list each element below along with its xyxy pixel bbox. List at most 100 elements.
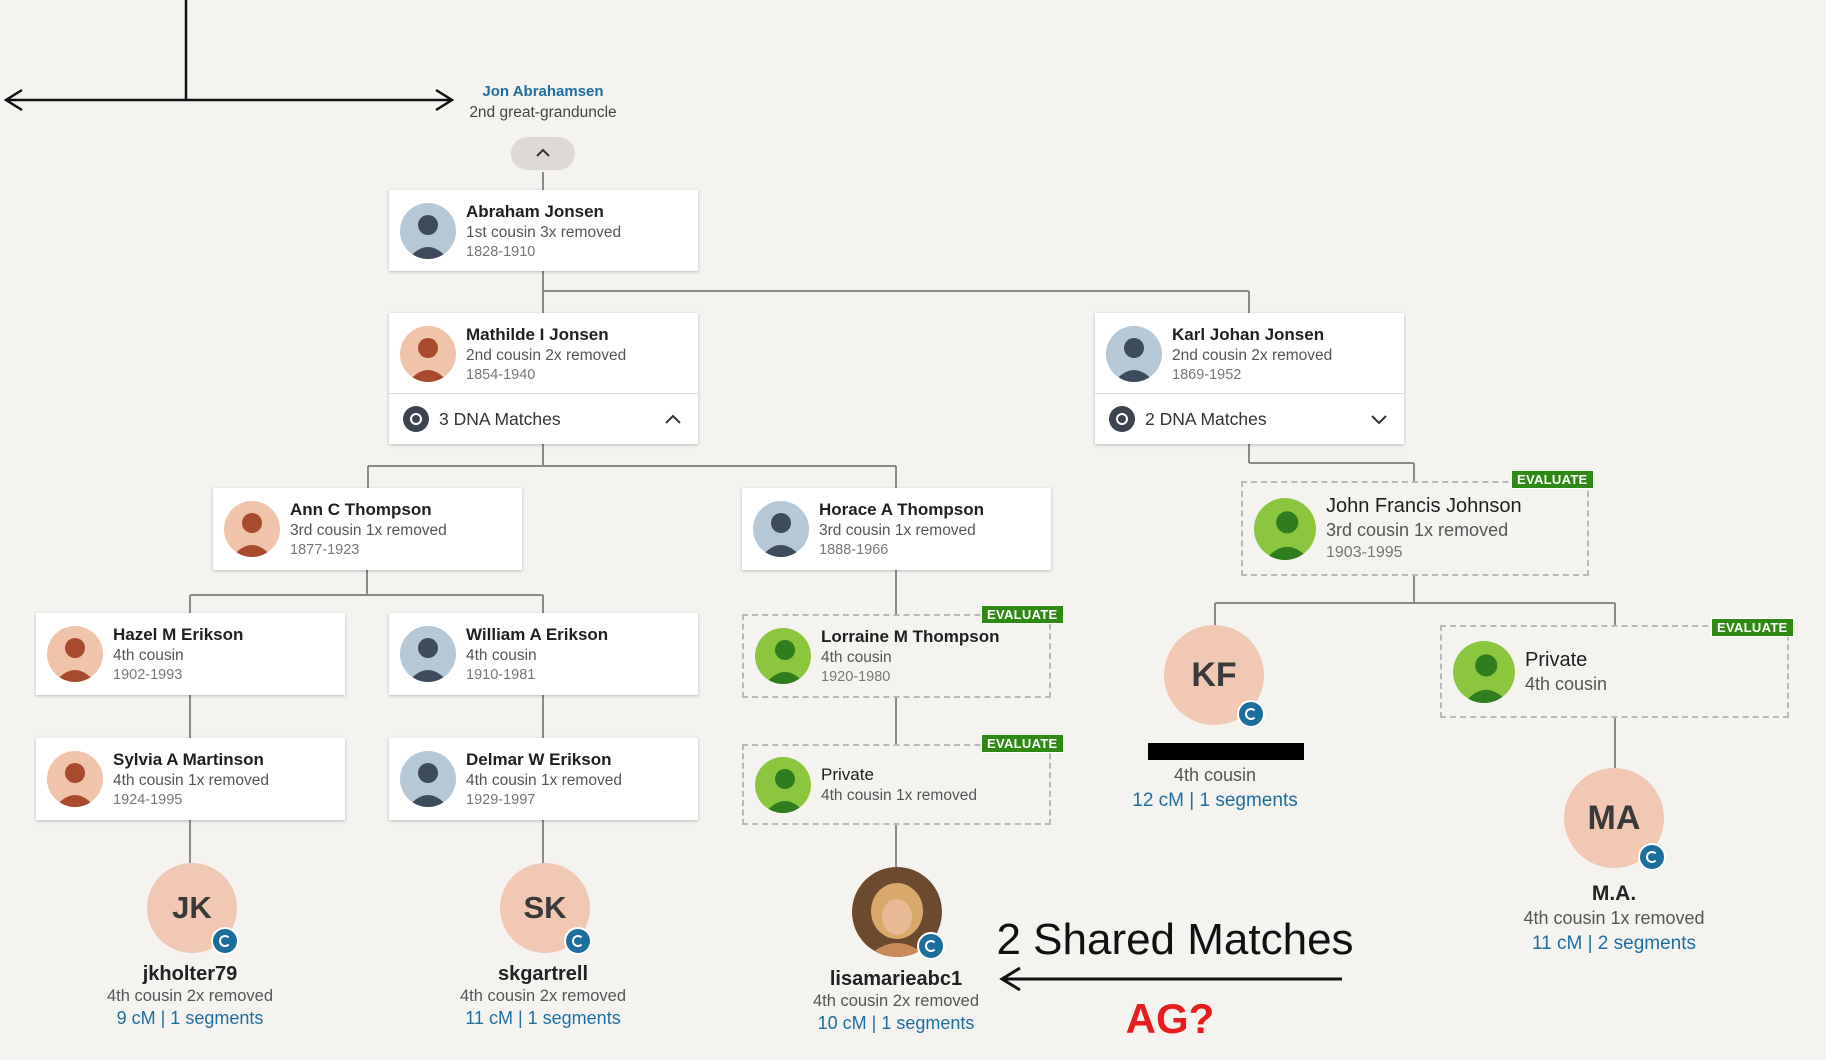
chevron-up-icon	[536, 148, 550, 157]
dna-match-badge-icon	[1237, 700, 1265, 728]
suggested-person-card[interactable]: Private 4th cousin 1x removed	[742, 744, 1051, 825]
person-years: 1869-1952	[1172, 366, 1242, 383]
person-card[interactable]: Delmar W Erikson 4th cousin 1x removed 1…	[389, 738, 698, 820]
match-photo-avatar[interactable]	[852, 867, 942, 957]
person-relationship: 4th cousin 1x removed	[113, 771, 269, 789]
person-name: Abraham Jonsen	[466, 201, 604, 221]
person-relationship: 2nd cousin 2x removed	[466, 346, 627, 364]
match-shared-dna[interactable]: 11 cM | 1 segments	[465, 1008, 621, 1028]
match-relationship: 4th cousin 2x removed	[459, 987, 626, 1005]
person-name: Private	[821, 764, 874, 784]
male-avatar-icon	[400, 751, 456, 807]
green-avatar-icon	[755, 628, 811, 684]
female-avatar-icon	[47, 626, 103, 682]
chevron-up-icon	[665, 414, 681, 424]
match-shared-dna[interactable]: 9 cM | 1 segments	[116, 1008, 264, 1028]
person-years: 1902-1993	[113, 666, 183, 683]
match-name[interactable]: M.A.	[1591, 882, 1637, 905]
chevron-down-icon	[1371, 415, 1387, 425]
shared-matches-annotation: 2 Shared Matches	[996, 915, 1354, 964]
person-name: Mathilde I Jonsen	[466, 324, 609, 344]
evaluate-badge[interactable]: EVALUATE	[981, 605, 1064, 624]
person-years: 1888-1966	[819, 541, 889, 558]
match-name[interactable]: skgartrell	[497, 963, 589, 985]
match-shared-dna[interactable]: 10 cM | 1 segments	[817, 1013, 975, 1033]
person-years: 1828-1910	[466, 243, 536, 260]
match-name[interactable]: jkholter79	[142, 963, 238, 985]
person-name: Ann C Thompson	[290, 499, 432, 519]
person-relationship: 2nd cousin 2x removed	[1172, 346, 1333, 364]
dna-match-badge-icon	[917, 932, 945, 960]
suggested-person-card[interactable]: John Francis Johnson 3rd cousin 1x remov…	[1241, 481, 1589, 576]
person-card[interactable]: Ann C Thompson 3rd cousin 1x removed 187…	[213, 488, 522, 570]
person-card[interactable]: Karl Johan Jonsen 2nd cousin 2x removed …	[1095, 313, 1404, 444]
person-years: 1929-1997	[466, 791, 536, 808]
match-relationship: 4th cousin 2x removed	[106, 987, 273, 1005]
dna-icon	[403, 406, 429, 432]
person-relationship: 4th cousin	[113, 646, 184, 664]
dna-matches-label: 2 DNA Matches	[1145, 408, 1267, 429]
match-shared-dna[interactable]: 12 cM | 1 segments	[1132, 790, 1298, 811]
person-name: John Francis Johnson	[1326, 495, 1522, 517]
female-avatar-icon	[47, 751, 103, 807]
person-years: 1920-1980	[821, 668, 891, 685]
male-avatar-icon	[753, 501, 809, 557]
top-person-name[interactable]: Jon Abrahamsen	[482, 83, 604, 100]
person-card[interactable]: Hazel M Erikson 4th cousin 1902-1993	[36, 613, 345, 695]
person-years: 1877-1923	[290, 541, 360, 558]
person-relationship: 3rd cousin 1x removed	[1326, 520, 1509, 540]
dna-icon	[1109, 406, 1135, 432]
match-name[interactable]: lisamarieabc1	[829, 968, 963, 990]
person-card[interactable]: William A Erikson 4th cousin 1910-1981	[389, 613, 698, 695]
dna-matches-toggle[interactable]: 3 DNA Matches	[389, 393, 698, 444]
person-name: William A Erikson	[466, 624, 609, 644]
green-avatar-icon	[1254, 497, 1316, 560]
evaluate-badge[interactable]: EVALUATE	[1711, 618, 1794, 637]
person-years: 1924-1995	[113, 791, 183, 808]
male-avatar-icon	[1106, 326, 1162, 382]
suggested-person-card[interactable]: Lorraine M Thompson 4th cousin 1920-1980	[742, 614, 1051, 698]
person-card[interactable]: Mathilde I Jonsen 2nd cousin 2x removed …	[389, 313, 698, 444]
match-relationship: 4th cousin 2x removed	[812, 992, 979, 1010]
dna-match-badge-icon	[564, 927, 592, 955]
person-name: Hazel M Erikson	[113, 624, 244, 644]
dna-match-badge-icon	[1638, 843, 1666, 871]
person-years: 1903-1995	[1326, 544, 1403, 561]
match-shared-dna[interactable]: 11 cM | 2 segments	[1531, 933, 1697, 954]
person-relationship: 4th cousin 1x removed	[821, 786, 977, 804]
person-relationship: 4th cousin 1x removed	[466, 771, 622, 789]
question-annotation: AG?	[1125, 995, 1215, 1042]
female-avatar-icon	[224, 501, 280, 557]
person-name: Lorraine M Thompson	[821, 626, 1000, 646]
top-person-relationship: 2nd great-granduncle	[469, 104, 617, 121]
dna-matches-label: 3 DNA Matches	[439, 408, 561, 429]
green-avatar-icon	[755, 756, 811, 813]
evaluate-badge[interactable]: EVALUATE	[981, 734, 1064, 753]
dna-matches-toggle[interactable]: 2 DNA Matches	[1095, 393, 1404, 444]
person-card[interactable]: Sylvia A Martinson 4th cousin 1x removed…	[36, 738, 345, 820]
collapse-button[interactable]	[511, 137, 575, 170]
person-relationship: 4th cousin	[1525, 673, 1608, 694]
match-relationship: 4th cousin 1x removed	[1523, 908, 1705, 928]
person-card[interactable]: Abraham Jonsen 1st cousin 3x removed 182…	[389, 190, 698, 271]
person-relationship: 3rd cousin 1x removed	[819, 521, 976, 539]
person-name: Sylvia A Martinson	[113, 749, 264, 769]
suggested-person-card[interactable]: Private 4th cousin	[1440, 625, 1789, 718]
evaluate-badge[interactable]: EVALUATE	[1511, 470, 1594, 489]
person-name: Delmar W Erikson	[466, 749, 612, 769]
person-name: Private	[1525, 648, 1588, 671]
person-relationship: 4th cousin	[821, 648, 892, 666]
female-avatar-icon	[400, 326, 456, 382]
person-relationship: 3rd cousin 1x removed	[290, 521, 447, 539]
male-avatar-icon	[400, 203, 456, 259]
male-avatar-icon	[400, 626, 456, 682]
person-card[interactable]: Horace A Thompson 3rd cousin 1x removed …	[742, 488, 1051, 570]
person-years: 1910-1981	[466, 666, 536, 683]
match-relationship: 4th cousin	[1173, 765, 1257, 785]
green-avatar-icon	[1453, 640, 1515, 703]
person-relationship: 4th cousin	[466, 646, 537, 664]
person-years: 1854-1940	[466, 366, 536, 383]
person-name: Karl Johan Jonsen	[1172, 324, 1325, 344]
dna-match-badge-icon	[211, 927, 239, 955]
